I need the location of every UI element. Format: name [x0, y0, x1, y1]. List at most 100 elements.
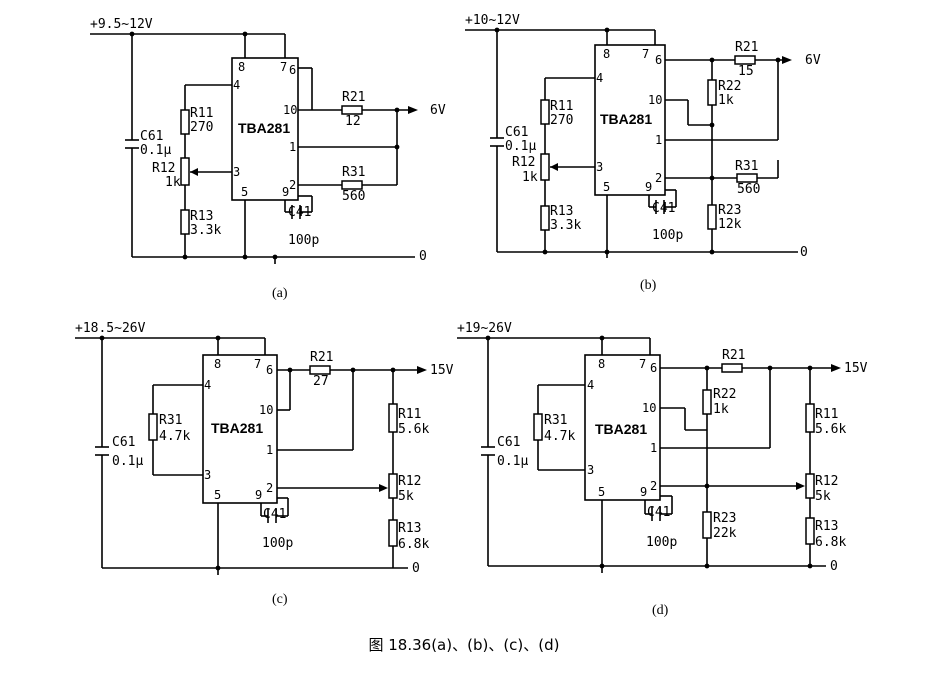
circuit-b-pin-2: 2 — [655, 171, 662, 185]
circuit-c-ic-label: TBA281 — [211, 420, 263, 436]
circuit-b-pin-4: 4 — [596, 71, 603, 85]
circuit-b-r11-value: 270 — [550, 113, 573, 128]
circuit-d-pin-6: 6 — [650, 361, 657, 375]
circuit-a-r13-resistor — [180, 209, 190, 235]
circuit-b-ic-body — [594, 44, 666, 196]
circuit-a-supply-label: +9.5~12V — [90, 17, 153, 32]
circuit-d-ic-label: TBA281 — [595, 421, 647, 437]
circuit-d-junction — [767, 365, 773, 371]
circuit-a-junction — [272, 254, 278, 260]
circuit-c: TBA281 8 7 4 6 10 1 3 2 5 9 C61 0.1μ R31… — [75, 321, 454, 607]
circuit-c-r31-name: R31 — [159, 413, 182, 428]
circuit-a-c61-value: 0.1μ — [140, 143, 171, 158]
circuit-d-c41-name: C41 — [647, 505, 670, 520]
circuit-d-r23-resistor — [702, 511, 712, 539]
circuit-b-r13-value: 3.3k — [550, 218, 581, 233]
circuit-a-pin-1: 1 — [289, 140, 296, 154]
circuit-d-r13-value: 6.8k — [815, 535, 846, 550]
circuit-d-junction — [599, 335, 605, 341]
circuit-a-pin-5: 5 — [241, 185, 248, 199]
circuit-d-output-label: 15V — [844, 361, 868, 376]
circuit-c-r11-resistor — [388, 403, 398, 433]
circuit-a-r21-resistor — [341, 105, 363, 115]
circuit-d-r11-resistor — [805, 403, 815, 433]
circuit-b-r13-name: R13 — [550, 204, 573, 219]
circuit-d-r31-resistor — [533, 413, 543, 441]
circuit-b-r31-value: 560 — [737, 182, 760, 197]
circuit-c-r13-resistor — [388, 519, 398, 547]
circuit-b-r31-name: R31 — [735, 159, 758, 174]
circuit-b-r23-value: 12k — [718, 217, 742, 232]
circuit-c-pin-3: 3 — [204, 468, 211, 482]
circuit-a-r12-value: 1k — [165, 175, 181, 190]
circuit-b-junction — [542, 249, 548, 255]
circuit-a-r11-name: R11 — [190, 106, 213, 121]
circuit-c-r21-resistor — [309, 365, 331, 375]
circuit-b-ground-label: 0 — [800, 245, 808, 260]
circuit-d-r22-name: R22 — [713, 387, 736, 402]
circuit-b-r21-name: R21 — [735, 40, 758, 55]
circuit-d-r12-value: 5k — [815, 489, 831, 504]
circuit-b-pin-1: 1 — [655, 133, 662, 147]
circuit-a-r31-name: R31 — [342, 165, 365, 180]
circuit-b-c41-name: C41 — [652, 201, 675, 216]
circuit-b: TBA281 8 7 4 6 10 1 3 2 5 9 C61 0.1μ R11… — [465, 13, 821, 293]
circuit-d-r12-wiper-arrow — [796, 482, 805, 490]
circuit-a-c41-name: C41 — [288, 205, 311, 220]
circuit-d-pin-2: 2 — [650, 479, 657, 493]
circuit-d-ic-body — [584, 354, 661, 501]
circuit-a-r21-value: 12 — [345, 114, 361, 129]
circuit-b-output-arrow — [782, 56, 792, 64]
circuit-c-junction — [350, 367, 356, 373]
circuit-d-junction — [704, 365, 710, 371]
circuit-b-c61-name: C61 — [505, 125, 528, 140]
circuit-c-junction — [99, 335, 105, 341]
circuit-c-pin-1: 1 — [266, 443, 273, 457]
circuit-d-junction — [599, 563, 605, 569]
circuit-c-pin-8: 8 — [214, 357, 221, 371]
circuit-d-r12-potentiometer — [805, 473, 815, 499]
circuit-b-pin-10: 10 — [648, 93, 662, 107]
circuit-d-r21-resistor — [721, 363, 743, 373]
circuit-b-junction — [709, 122, 715, 128]
circuit-b-c61-value: 0.1μ — [505, 139, 536, 154]
circuit-c-junction — [390, 367, 396, 373]
circuit-b-r31-resistor — [736, 173, 758, 183]
circuit-b-junction — [604, 27, 610, 33]
circuit-a-ic-body — [231, 57, 299, 201]
circuit-c-r12-name: R12 — [398, 474, 421, 489]
circuit-c-junction — [287, 367, 293, 373]
circuit-c-r31-resistor — [148, 413, 158, 441]
circuit-d-junction — [704, 563, 710, 569]
circuit-b-r13-resistor — [540, 205, 550, 231]
circuit-c-c41-name: C41 — [263, 507, 286, 522]
figure-caption: 图 18.36(a)、(b)、(c)、(d) — [368, 636, 560, 654]
circuit-b-r11-name: R11 — [550, 99, 573, 114]
circuit-b-r11-resistor — [540, 99, 550, 125]
circuit-d-pin-4: 4 — [587, 378, 594, 392]
circuit-d-r13-resistor — [805, 517, 815, 545]
circuit-b-junction — [775, 57, 781, 63]
circuit-b-r12-name: R12 — [512, 155, 535, 170]
circuit-b-r12-wiper-arrow — [550, 163, 558, 171]
circuit-c-wires — [75, 337, 418, 575]
circuit-b-pin-3: 3 — [596, 160, 603, 174]
circuit-b-c41-capacitor — [655, 200, 665, 214]
circuit-a-junction — [394, 107, 400, 113]
circuit-c-junction — [215, 565, 221, 571]
circuit-b-junction — [709, 249, 715, 255]
circuit-c-r21-name: R21 — [310, 350, 333, 365]
circuit-d-r22-value: 1k — [713, 402, 729, 417]
circuit-b-junction — [494, 27, 500, 33]
circuit-a-r11-resistor — [180, 109, 190, 135]
circuit-a-sublabel: (a) — [272, 286, 288, 301]
circuit-d-pin-8: 8 — [598, 357, 605, 371]
circuit-c-c61-name: C61 — [112, 435, 135, 450]
circuit-a-r21-name: R21 — [342, 90, 365, 105]
circuit-a-junction — [242, 31, 248, 37]
circuit-d-r11-value: 5.6k — [815, 422, 846, 437]
circuit-b-sublabel: (b) — [640, 278, 657, 293]
circuit-c-r11-name: R11 — [398, 407, 421, 422]
circuit-d-junction — [807, 563, 813, 569]
